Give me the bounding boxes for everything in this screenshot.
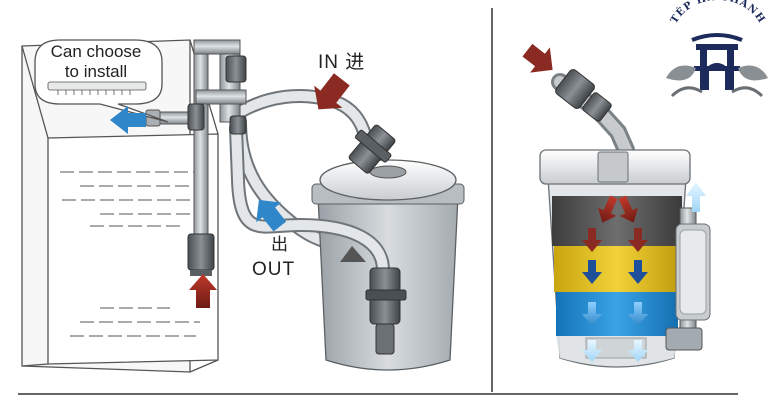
- out-arrow: [256, 199, 287, 232]
- tank-plumbing: [145, 39, 247, 276]
- spraybar-icon: [47, 81, 147, 95]
- outlet-label-zh: 出: [271, 235, 288, 254]
- shrimp-gate-icon: [666, 24, 768, 98]
- inlet-arrow-right: [522, 43, 553, 73]
- inlet-valve: [348, 124, 396, 174]
- media-layer-gray: [552, 196, 682, 246]
- pump-unit-right: [665, 207, 711, 351]
- callout-line-1: Can choose: [50, 42, 142, 61]
- media-layer-yellow: [554, 246, 680, 292]
- pump-unit-left: [365, 267, 407, 355]
- water-lines: [60, 171, 200, 337]
- in-arrow: [314, 73, 350, 110]
- inlet-label: IN 进: [318, 52, 366, 73]
- inlet-valve-right: [551, 69, 635, 159]
- canister-cutaway: [539, 149, 691, 368]
- callout-line-2: to install: [64, 62, 128, 81]
- logo-text: TÉP HÀ THÀNH: [669, 0, 767, 26]
- media-layer-blue: [556, 292, 678, 336]
- callout-label: Can choose to install: [40, 42, 152, 82]
- flow-arrows-internal: [582, 182, 706, 362]
- inflow-arrow-tank: [189, 274, 217, 308]
- outlet-label-en: OUT: [252, 259, 296, 280]
- outflow-arrow-tank: [110, 106, 146, 134]
- callout-bubble: [34, 39, 169, 123]
